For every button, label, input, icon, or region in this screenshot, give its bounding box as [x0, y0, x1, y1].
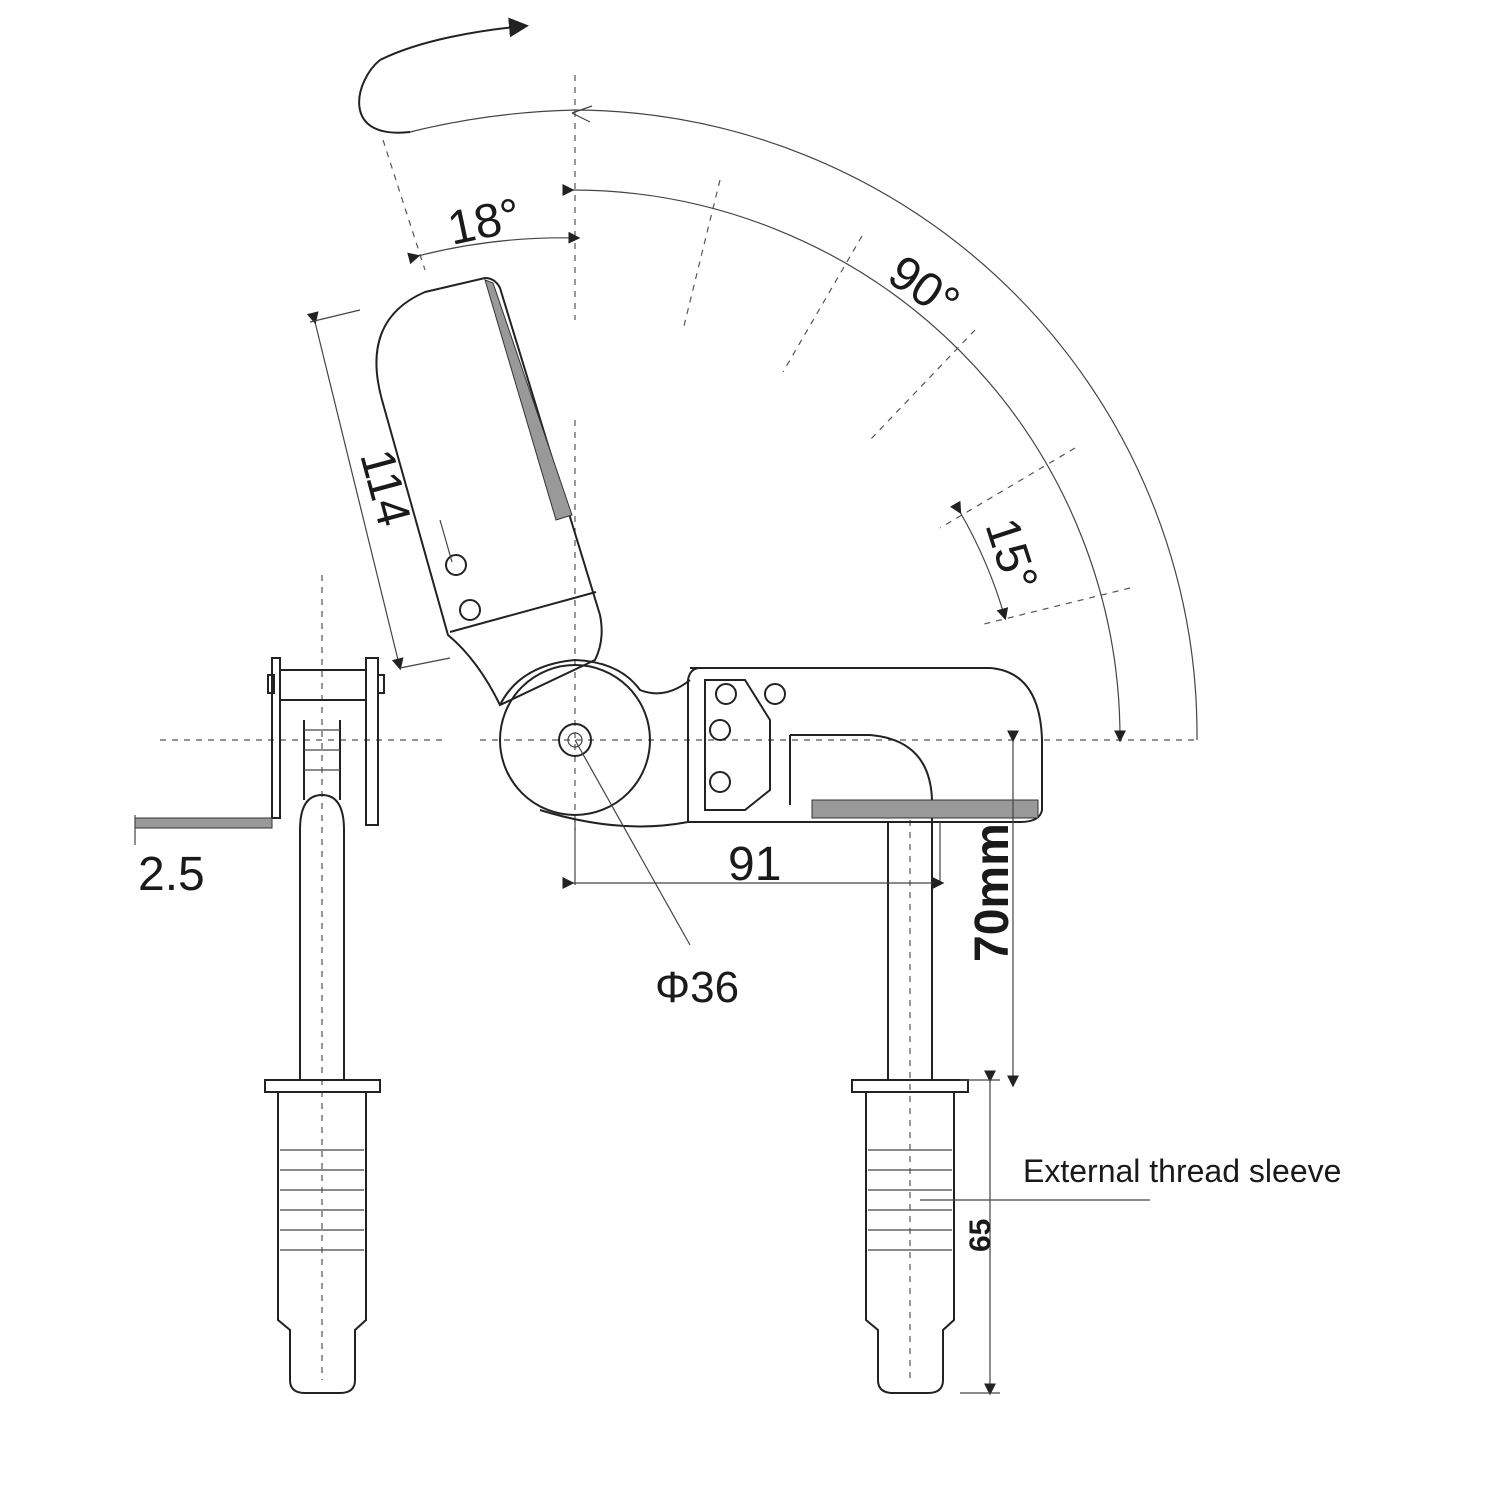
- angle-arcs: [358, 17, 1198, 743]
- right-sleeve-assembly: [851, 822, 969, 1394]
- dimension-lines: [134, 309, 1150, 1396]
- left-bracket: [134, 657, 385, 829]
- sleeve-65-label: 65: [964, 1219, 997, 1252]
- sleeve-caption: External thread sleeve: [1023, 1153, 1341, 1189]
- height-70mm-label: 70mm: [966, 823, 1019, 962]
- base-bracket: [687, 667, 1043, 823]
- upper-arm: [375, 276, 603, 707]
- pivot-disc: [499, 658, 691, 828]
- angle-15-label: 15°: [975, 512, 1048, 597]
- thickness-label: 2.5: [138, 848, 205, 901]
- length-114-label: 114: [349, 444, 420, 532]
- angle-90-label: 90°: [879, 246, 969, 331]
- angle-18-label: 18°: [443, 189, 525, 256]
- width-91-label: 91: [728, 838, 781, 891]
- left-sleeve-assembly: [264, 793, 381, 1394]
- diameter-label: Φ36: [655, 963, 739, 1012]
